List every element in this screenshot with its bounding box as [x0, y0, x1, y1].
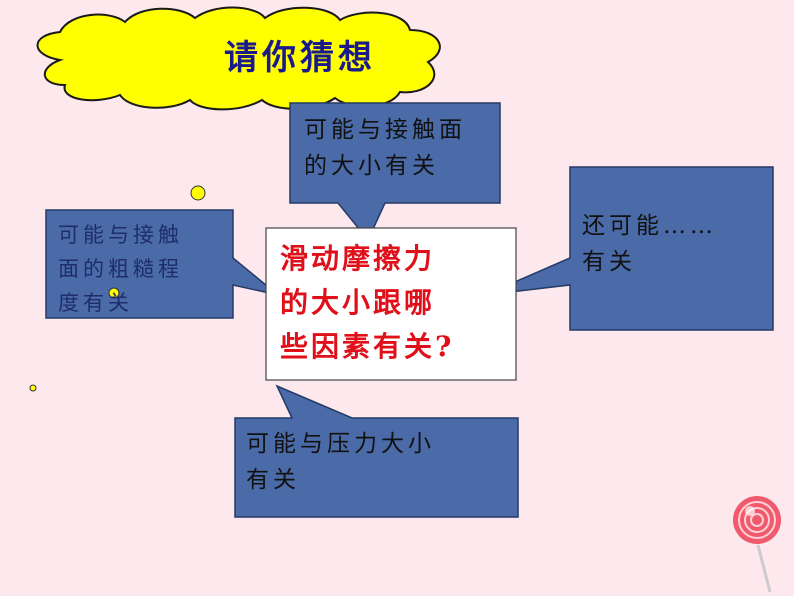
- bottom-callout: 可能与压力大小 有关: [246, 426, 435, 498]
- top-callout-line: 可能与接触面: [304, 117, 466, 143]
- bottom-callout-shape: [234, 384, 519, 518]
- question-line: 些因素有关?: [280, 330, 455, 363]
- page-title: 请你猜想: [224, 38, 376, 78]
- title-cloud-shape: [36, 6, 441, 111]
- top-callout: 可能与接触面 的大小有关: [304, 112, 466, 184]
- yellow-dot: [29, 384, 37, 392]
- top-callout-line: 的大小有关: [304, 153, 439, 179]
- yellow-dot: [190, 185, 206, 201]
- question-line: 的大小跟哪: [280, 286, 436, 319]
- question-line: 滑动摩擦力: [280, 242, 436, 275]
- left-callout-line: 面的粗糙程: [58, 257, 183, 281]
- left-callout-line: 可能与接触: [58, 223, 183, 247]
- right-callout-line: 还可能……: [582, 213, 717, 239]
- left-callout-shape: [45, 209, 279, 319]
- left-callout: 可能与接触 面的粗糙程 度有关: [58, 218, 183, 320]
- yellow-dot: [108, 287, 120, 299]
- right-callout-line: 有关: [582, 249, 636, 275]
- question-text: 滑动摩擦力 的大小跟哪 些因素有关?: [280, 237, 454, 369]
- bottom-callout-line: 有关: [246, 467, 300, 493]
- question-box-shape: [265, 227, 517, 381]
- lollipop-icon: [733, 496, 781, 593]
- bottom-callout-line: 可能与压力大小: [246, 431, 435, 457]
- right-callout: 还可能…… 有关: [582, 208, 717, 280]
- left-callout-line: 度有关: [58, 291, 133, 315]
- top-callout-shape: [289, 102, 501, 242]
- right-callout-shape: [484, 166, 774, 331]
